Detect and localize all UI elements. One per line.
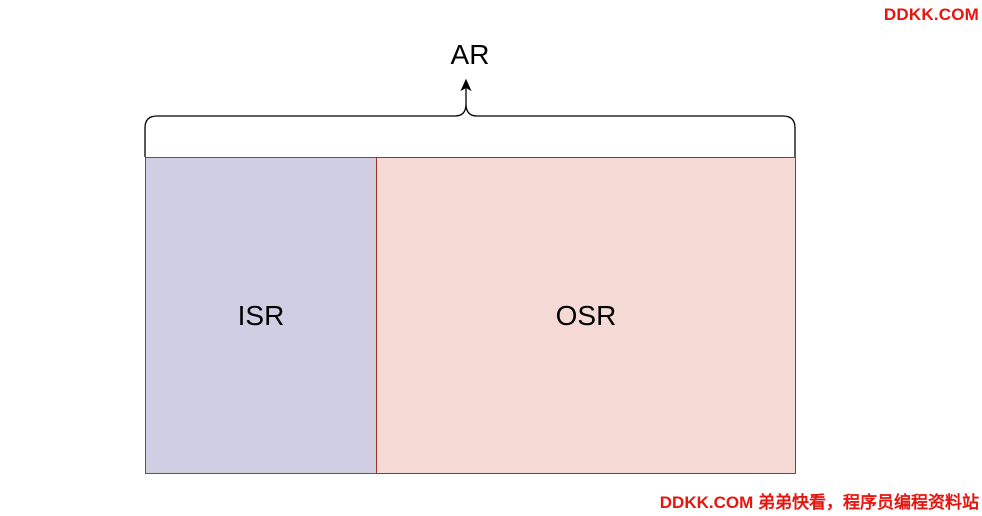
ar-label: AR (450, 39, 490, 70)
osr-label: OSR (555, 299, 617, 331)
osr-box: OSR (376, 157, 796, 474)
curly-brace (144, 103, 796, 157)
arrowhead (460, 78, 472, 92)
watermark-top: DDKK.COM (883, 5, 979, 24)
isr-label: ISR (237, 299, 285, 331)
isr-box: ISR (145, 157, 377, 474)
watermark-bottom: DDKK.COM 弟弟快看，程序员编程资料站 (659, 493, 979, 512)
